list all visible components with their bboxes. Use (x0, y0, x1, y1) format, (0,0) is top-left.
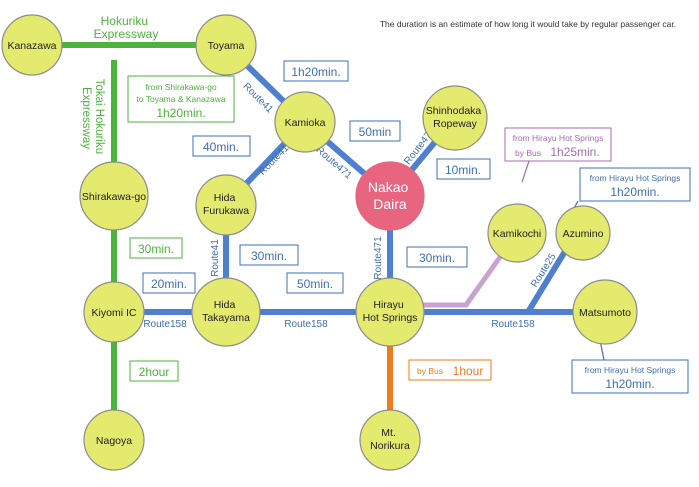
node-nakao-line2: Daira (373, 196, 407, 212)
callout-shirakawa-time: 1h20min. (156, 106, 205, 120)
hokuriku-expressway-label: Hokuriku Expressway (94, 14, 159, 41)
callout-kamikochi: from Hirayu Hot Springs by Bus 1h25min. (504, 127, 612, 183)
time-boxes: 1h20min. 50min 40min. 10min. 30min. 30mi… (129, 60, 491, 382)
node-nagoya[interactable]: Nagoya (83, 409, 145, 471)
callout-azumino-time: 1h20min. (610, 185, 659, 199)
route41-label-furukawa: Route41 (257, 143, 291, 178)
node-kamioka[interactable]: Kamioka (274, 91, 336, 153)
callout-matsumoto-line1: from Hirayu Hot Springs (585, 365, 676, 375)
node-toyama-label: Toyama (208, 40, 245, 52)
route158-label-kiyomi: Route158 (143, 319, 187, 330)
time-box-kiyomi-takayama: 20min. (142, 272, 196, 294)
time-kamioka-nakao: 50min (359, 125, 392, 139)
time-kiyomi-takayama: 20min. (151, 277, 187, 291)
hokuriku-label-line2: Expressway (94, 27, 159, 41)
bus-kamikochi-line (418, 241, 513, 308)
route158-label-takayama: Route158 (284, 319, 328, 330)
duration-note: The duration is an estimate of how long … (380, 19, 676, 29)
callout-shirakawa-line2: to Toyama & Kanazawa (136, 94, 225, 104)
node-furukawa-line1: Hida (214, 192, 236, 204)
route41-label-takayama: Route41 (210, 239, 221, 277)
time-box-kamioka-nakao: 50min (349, 120, 401, 142)
time-box-takayama-hirayu: 50min. (286, 272, 344, 294)
node-hida-takayama[interactable]: Hida Takayama (191, 277, 261, 347)
time-shirakawa-kiyomi: 30min. (138, 242, 174, 256)
node-shinhodaka-label: Shinhodaka Ropeway (426, 105, 484, 130)
node-takayama-line1: Hida (214, 299, 236, 311)
node-azumino-label: Azumino (563, 228, 604, 240)
time-shinhodaka-nakao: 10min. (445, 163, 481, 177)
node-matsumoto-label: Matsumoto (579, 307, 631, 319)
callout-shirakawa-line1: from Shirakawa-go (145, 82, 217, 92)
time-nakao-hirayu: 30min. (419, 251, 455, 265)
node-kamikochi[interactable]: Kamikochi (487, 203, 547, 263)
time-box-shinhodaka-nakao: 10min. (436, 158, 491, 180)
node-nagoya-label: Nagoya (96, 435, 132, 447)
callout-kamikochi-bus: by Bus (515, 148, 541, 158)
tokai-hokuriku-expressway-label: Tokai Hokuriku Expressway (80, 79, 105, 158)
time-takayama-hirayu: 50min. (297, 277, 333, 291)
callouts: from Shirakawa-go to Toyama & Kanazawa 1… (127, 75, 691, 394)
route471-label-hirayu: Route471 (373, 236, 384, 280)
node-kanazawa-label: Kanazawa (7, 40, 56, 52)
node-kiyomi-label: Kiyomi IC (92, 307, 137, 319)
node-hida-furukawa[interactable]: Hida Furukawa (195, 174, 257, 236)
time-box-shirakawa-kiyomi: 30min. (129, 237, 183, 259)
node-norikura-label: Mt. Norikura (370, 427, 410, 452)
node-hirayu-hot-springs[interactable]: Hirayu Hot Springs (355, 277, 425, 347)
node-shirakawa-go[interactable]: Shirakawa-go (79, 161, 149, 231)
node-azumino[interactable]: Azumino (555, 205, 611, 261)
callout-norikura: by Bus 1hour (408, 359, 492, 381)
node-mt-norikura[interactable]: Mt. Norikura (359, 409, 421, 471)
node-norikura-line2: Norikura (370, 440, 410, 452)
time-box-nakao-hirayu: 30min. (406, 246, 468, 268)
callout-matsumoto: from Hirayu Hot Springs 1h20min. (571, 339, 689, 394)
node-takayama-line2: Takayama (202, 312, 250, 324)
node-toyama[interactable]: Toyama (195, 14, 257, 76)
time-furukawa-takayama: 30min. (251, 249, 287, 263)
node-norikura-line1: Mt. (381, 427, 396, 439)
node-shirakawa-label: Shirakawa-go (82, 191, 146, 203)
time-toyama-kamioka: 1h20min. (291, 65, 340, 79)
hokuriku-label-line1: Hokuriku (101, 14, 148, 28)
time-box-kamioka-furukawa: 40min. (192, 135, 251, 157)
tokai-label-line1: Tokai Hokuriku (93, 79, 105, 154)
node-kanazawa[interactable]: Kanazawa (1, 14, 63, 76)
callout-matsumoto-time: 1h20min. (605, 377, 654, 391)
route158-label-hirayu: Route158 (491, 319, 535, 330)
node-nakao-daira[interactable]: Nakao Daira (355, 161, 425, 231)
nodes: Kanazawa Toyama Kamioka Shinhodaka Ropew… (1, 14, 638, 471)
callout-azumino-line1: from Hirayu Hot Springs (590, 173, 681, 183)
node-kamikochi-label: Kamikochi (493, 228, 541, 240)
time-box-kiyomi-nagoya: 2hour (129, 360, 179, 382)
node-furukawa-line2: Furukawa (203, 205, 249, 217)
node-kamioka-label: Kamioka (285, 117, 326, 129)
callout-kamikochi-line1: from Hirayu Hot Springs (513, 133, 604, 143)
node-nakao-label: Nakao Daira (368, 179, 412, 212)
node-shinhodaka[interactable]: Shinhodaka Ropeway (422, 85, 488, 151)
node-kiyomi-ic[interactable]: Kiyomi IC (83, 281, 145, 343)
callout-azumino: from Hirayu Hot Springs 1h20min. (571, 167, 691, 213)
node-takayama-label: Hida Takayama (202, 299, 250, 324)
callout-norikura-time: 1hour (453, 364, 484, 378)
node-hirayu-line1: Hirayu (373, 299, 404, 311)
node-shinhodaka-line2: Ropeway (433, 118, 478, 130)
time-box-furukawa-takayama: 30min. (239, 244, 299, 266)
node-furukawa-label: Hida Furukawa (203, 192, 249, 217)
node-hirayu-line2: Hot Springs (363, 312, 418, 324)
node-hirayu-label: Hirayu Hot Springs (363, 299, 418, 324)
node-shinhodaka-line1: Shinhodaka (426, 105, 482, 117)
callout-kamikochi-time: 1h25min. (550, 145, 599, 159)
time-kamioka-furukawa: 40min. (203, 140, 239, 154)
tokai-label-line2: Expressway (80, 87, 92, 149)
node-matsumoto[interactable]: Matsumoto (572, 279, 638, 345)
time-kiyomi-nagoya: 2hour (139, 365, 170, 379)
callout-shirakawa: from Shirakawa-go to Toyama & Kanazawa 1… (127, 75, 235, 123)
callout-norikura-bus: by Bus (417, 366, 443, 376)
time-box-toyama-kamioka: 1h20min. (283, 60, 349, 82)
node-nakao-line1: Nakao (368, 179, 409, 195)
